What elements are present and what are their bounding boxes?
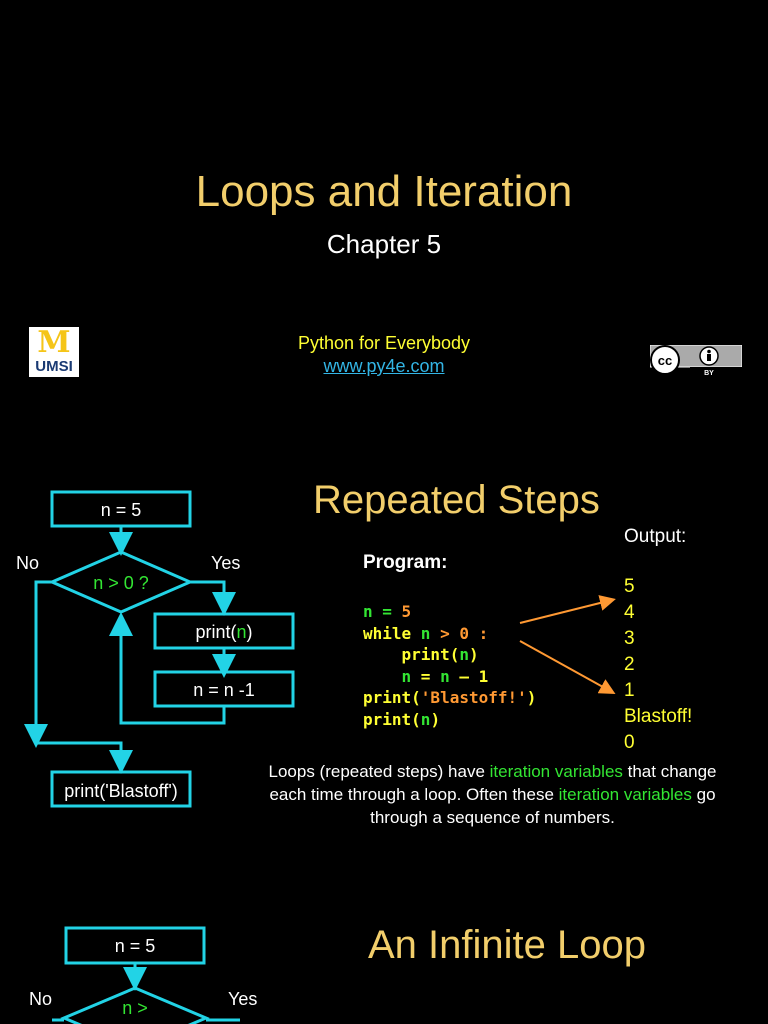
- flow-init-label: n = 5: [100, 500, 142, 520]
- flow-condition-label: n > 0 ?: [93, 573, 149, 593]
- output-label: Output:: [624, 526, 687, 547]
- slide-heading: Repeated Steps: [313, 478, 600, 522]
- logo-letter: M: [37, 325, 71, 360]
- print-close: ): [246, 622, 253, 642]
- course-url: www.py4e.com: [0, 355, 768, 377]
- para-highlight: iteration variables: [489, 762, 623, 781]
- para-text: Loops (repeated steps) have: [268, 762, 490, 781]
- code-line-3: print(n): [363, 645, 479, 665]
- code-line-4: n = n – 1: [401, 666, 489, 686]
- logo-text: UMSI: [35, 358, 73, 375]
- output-values: 5 4 3 2 1 Blastoff! 0: [624, 574, 692, 756]
- flowchart: [24, 490, 295, 808]
- flowchart-partial: [52, 926, 240, 1024]
- slide-infinite-loop: An Infinite Loop n = 5 No Yes n >: [0, 900, 768, 1024]
- code-line: print(n): [363, 644, 536, 666]
- cc-by-icon: cc BY: [650, 345, 742, 377]
- code-line-2: while n > 0 :: [363, 623, 489, 643]
- course-name: Python for Everybody: [297, 333, 471, 353]
- output-value: 5: [624, 576, 635, 597]
- flow-decrement-label: n = n -1: [193, 680, 255, 700]
- code-line-6: print(n): [363, 709, 441, 729]
- flow-condition-label: n >: [122, 998, 148, 1018]
- flow-no-label: No: [29, 989, 53, 1009]
- para-text: go through a sequence of numbers.: [370, 785, 716, 827]
- output-value: 0: [624, 732, 635, 753]
- flow-init-label: n = 5: [114, 936, 156, 956]
- flow-yes-label: Yes: [211, 553, 241, 573]
- course-link[interactable]: www.py4e.com: [323, 356, 445, 376]
- print-func: print(: [195, 622, 237, 642]
- code-line: while n > 0 :: [363, 623, 536, 645]
- print-var: n: [236, 622, 247, 642]
- code-line-5: print('Blastoff!'): [363, 688, 537, 708]
- para-text: that change each time through a loop. Of…: [269, 762, 717, 804]
- flow-print-label: print(n): [155, 621, 293, 643]
- slide-heading: An Infinite Loop: [368, 923, 646, 967]
- output-value: 2: [624, 654, 635, 675]
- slide-title-heading: Loops and Iteration: [195, 167, 573, 216]
- slide-title: Loops and Iteration Chapter 5 Python for…: [0, 0, 768, 440]
- code-line: n = 5: [363, 601, 536, 623]
- output-value: 3: [624, 628, 635, 649]
- license-label: BY: [704, 370, 714, 377]
- slide-subtitle: Chapter 5: [326, 229, 442, 259]
- output-value: 4: [624, 602, 635, 623]
- umsi-logo: M UMSI: [29, 327, 79, 377]
- flow-decision-diamond: [60, 986, 210, 1024]
- output-arrows: [519, 595, 616, 694]
- code-line-1: n = 5: [363, 602, 412, 621]
- output-value: 1: [624, 680, 635, 701]
- svg-text:cc: cc: [658, 353, 672, 368]
- output-value: Blastoff!: [624, 706, 693, 727]
- para-highlight: iteration variables: [558, 785, 692, 804]
- flow-no-label: No: [16, 553, 40, 573]
- code-line: n = n – 1: [363, 666, 536, 688]
- flow-final-label: print('Blastoff'): [64, 781, 178, 801]
- flow-yes-label: Yes: [228, 989, 258, 1009]
- flow-final-box: [50, 770, 192, 808]
- code-line: print(n): [363, 709, 536, 731]
- program-label: Program:: [363, 552, 448, 573]
- slide-repeated-steps: n = 5 n > 0 ? No Yes print(n) n = n -1 p…: [0, 450, 768, 890]
- explanation-paragraph: Loops (repeated steps) have iteration va…: [250, 760, 735, 829]
- code-line: print('Blastoff!'): [363, 687, 536, 709]
